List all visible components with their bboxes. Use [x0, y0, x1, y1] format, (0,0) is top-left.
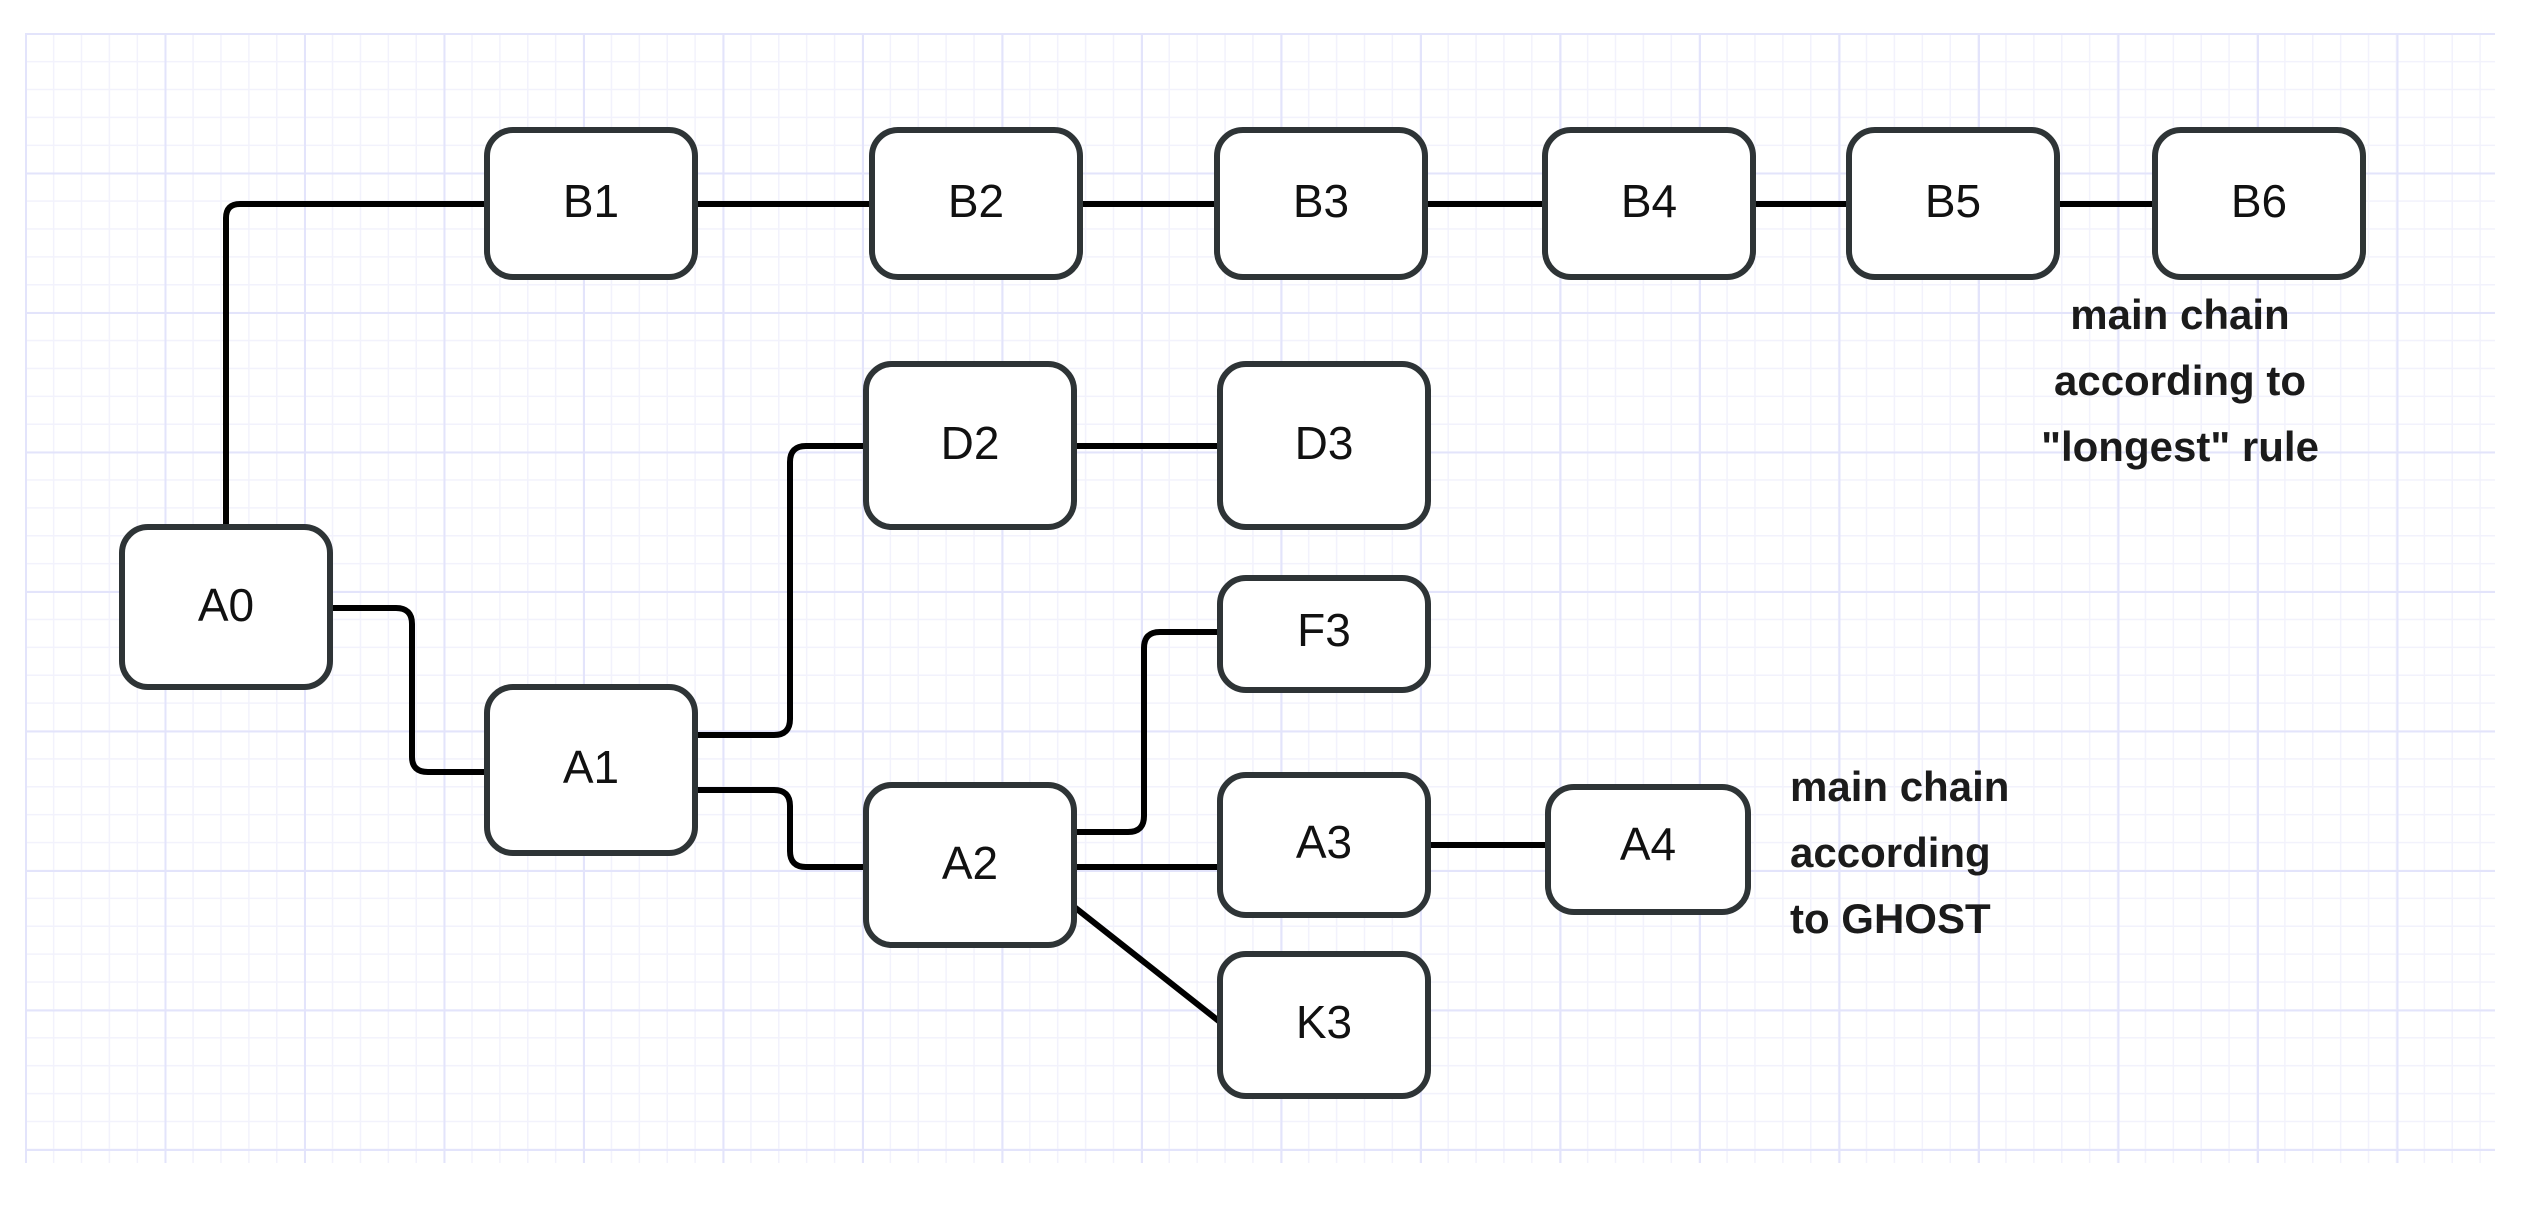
- node-b1[interactable]: B1: [484, 127, 698, 280]
- node-b4[interactable]: B4: [1542, 127, 1756, 280]
- node-b6-box[interactable]: [2152, 127, 2366, 280]
- node-a3-label: A3: [1296, 816, 1352, 868]
- edge-a1-a2: [695, 787, 866, 870]
- node-b6-label: B6: [2231, 175, 2287, 227]
- edge-layer: [223, 201, 2155, 1025]
- ghost-rule-line-2: according: [1790, 829, 1991, 876]
- node-layer: A0 B1 B2 B3 B4 B5: [119, 127, 2366, 1099]
- node-d2-label: D2: [941, 417, 1000, 469]
- edge-a2-k3: [1066, 899, 1222, 1025]
- longest-rule-line-2: according to: [2054, 357, 2306, 404]
- node-k3-label: K3: [1296, 996, 1352, 1048]
- node-b4-box[interactable]: [1542, 127, 1756, 280]
- node-a3-box[interactable]: [1217, 772, 1431, 918]
- node-f3-label: F3: [1297, 604, 1351, 656]
- node-k3[interactable]: K3: [1217, 951, 1431, 1099]
- node-b3[interactable]: B3: [1214, 127, 1428, 280]
- node-b2-label: B2: [948, 175, 1004, 227]
- ghost-rule-line-1: main chain: [1790, 763, 2009, 810]
- longest-rule-line-3: "longest" rule: [2041, 423, 2319, 470]
- node-b2-box[interactable]: [869, 127, 1083, 280]
- node-b3-box[interactable]: [1214, 127, 1428, 280]
- node-b5-label: B5: [1925, 175, 1981, 227]
- node-b5-box[interactable]: [1846, 127, 2060, 280]
- node-a0-label: A0: [198, 579, 254, 631]
- longest-rule-note: main chain according to "longest" rule: [2041, 291, 2319, 470]
- node-b1-box[interactable]: [484, 127, 698, 280]
- node-b2[interactable]: B2: [869, 127, 1083, 280]
- node-a2-box[interactable]: [863, 782, 1077, 948]
- ghost-rule-note: main chain according to GHOST: [1790, 763, 2009, 942]
- node-b3-label: B3: [1293, 175, 1349, 227]
- node-b5[interactable]: B5: [1846, 127, 2060, 280]
- annotation-layer: main chain according to "longest" rule m…: [1790, 291, 2319, 942]
- node-a1-box[interactable]: [484, 684, 698, 856]
- node-a4-label: A4: [1620, 818, 1676, 870]
- longest-rule-line-1: main chain: [2070, 291, 2289, 338]
- edge-a0-b1: [223, 201, 487, 527]
- node-a4-box[interactable]: [1545, 784, 1751, 915]
- node-a1[interactable]: A1: [484, 684, 698, 856]
- node-b4-label: B4: [1621, 175, 1677, 227]
- node-b1-label: B1: [563, 175, 619, 227]
- node-a2[interactable]: A2: [863, 782, 1077, 948]
- node-a1-label: A1: [563, 741, 619, 793]
- node-a2-label: A2: [942, 837, 998, 889]
- node-f3[interactable]: F3: [1217, 575, 1431, 693]
- node-d2-box[interactable]: [863, 361, 1077, 530]
- edge-a1-d2: [695, 443, 866, 738]
- node-a0-box[interactable]: [119, 524, 333, 690]
- node-d3[interactable]: D3: [1217, 361, 1431, 530]
- edge-a0-a1: [330, 605, 487, 775]
- node-b6[interactable]: B6: [2152, 127, 2366, 280]
- node-a4[interactable]: A4: [1545, 784, 1751, 915]
- edge-a2-f3: [1074, 629, 1220, 835]
- node-d3-box[interactable]: [1217, 361, 1431, 530]
- node-f3-box[interactable]: [1217, 575, 1431, 693]
- node-d2[interactable]: D2: [863, 361, 1077, 530]
- node-k3-box[interactable]: [1217, 951, 1431, 1099]
- node-d3-label: D3: [1295, 417, 1354, 469]
- node-a3[interactable]: A3: [1217, 772, 1431, 918]
- ghost-rule-line-3: to GHOST: [1790, 895, 1991, 942]
- node-a0[interactable]: A0: [119, 524, 333, 690]
